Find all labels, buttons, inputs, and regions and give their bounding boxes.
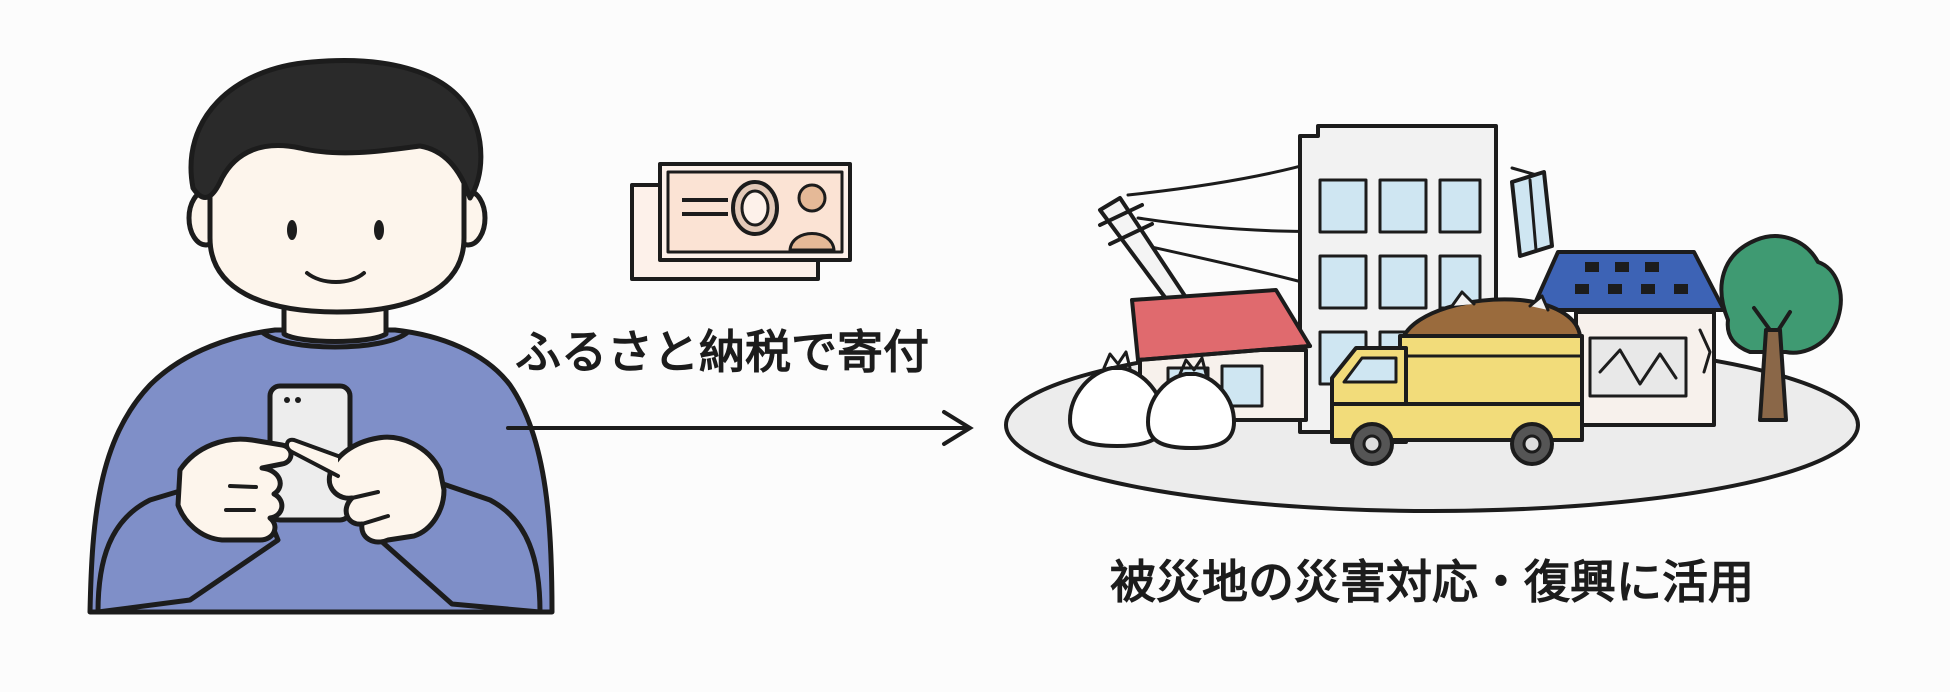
- person-with-smartphone-icon: [87, 58, 555, 615]
- disaster-area-scene-icon: [1004, 124, 1860, 513]
- banknotes-icon: [630, 162, 852, 281]
- usage-label: 被災地の災害対応・復興に活用: [1110, 555, 1754, 609]
- right-arrow-icon: [506, 410, 974, 446]
- donation-label: ふるさと納税で寄付: [515, 325, 929, 379]
